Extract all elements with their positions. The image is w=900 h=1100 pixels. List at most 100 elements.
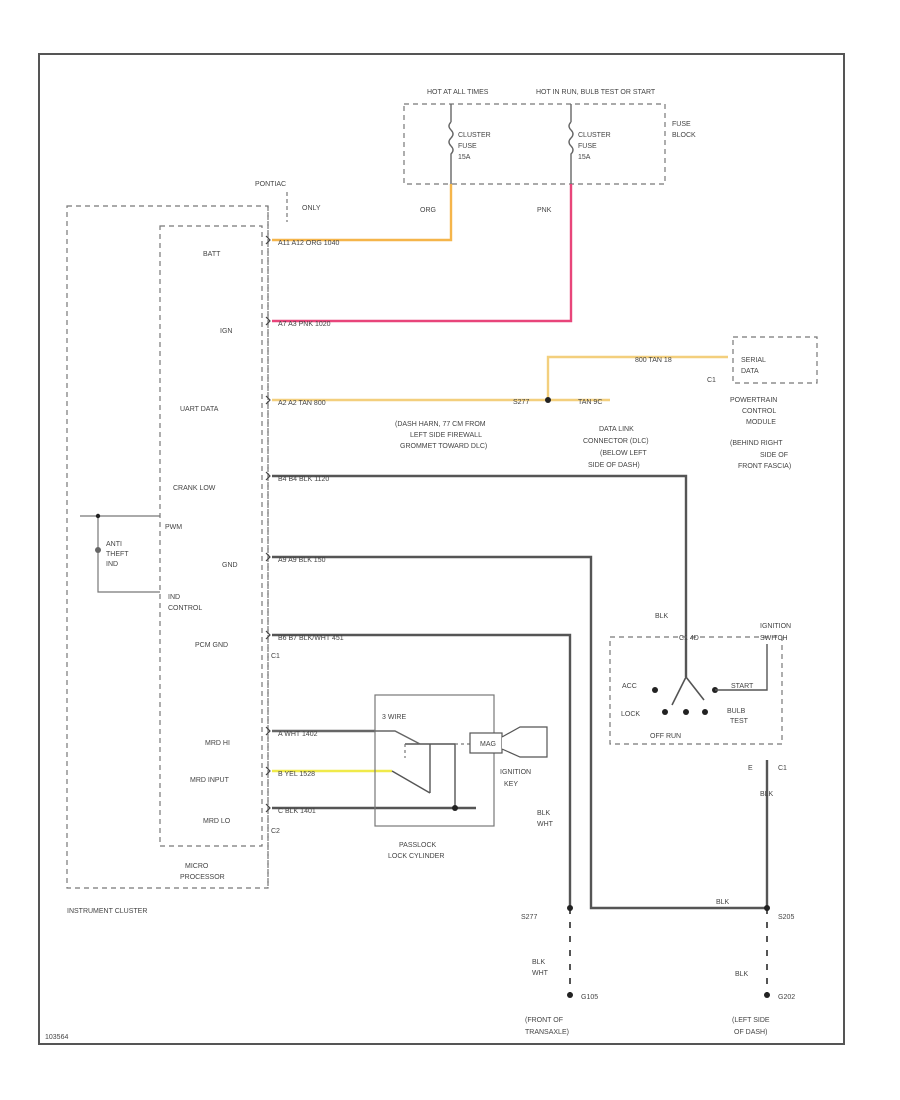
splice-note-line1: (DASH HARN, 77 CM FROM <box>395 421 486 428</box>
passlock-title-line1: PASSLOCK <box>399 842 437 849</box>
fuse-left-line2: FUSE <box>458 143 477 150</box>
ground-points: S277 BLK WHT BLK WHT G105 (FRONT OF TRAN… <box>521 810 795 1036</box>
diagram-frame <box>38 53 845 1045</box>
ignition-ground-blk-label: BLK <box>760 791 774 798</box>
s205-blk-label: BLK <box>716 899 730 906</box>
ignition-bulb-line2: TEST <box>730 718 749 725</box>
ignition-bulb-line1: BULB <box>727 708 746 715</box>
wire-code-uart: A2 A2 TAN 800 <box>278 400 326 407</box>
blk-wire-label: BLK <box>655 613 669 620</box>
g202-location-line1: (LEFT SIDE <box>732 1017 770 1024</box>
blk-wht-label-line2: WHT <box>537 821 554 828</box>
serial-data-line2: DATA <box>741 368 759 375</box>
figure-id: 103564 <box>45 1034 68 1041</box>
g202-blk-label: BLK <box>735 971 749 978</box>
fuse-right-line1: CLUSTER <box>578 132 611 139</box>
ind-control-line2: CONTROL <box>168 605 202 612</box>
pin-label-crank-low: CRANK LOW <box>173 485 216 492</box>
crank-low-wire <box>272 474 688 677</box>
wire-color-pnk: PNK <box>537 207 552 214</box>
anti-theft-circuit <box>80 515 160 593</box>
wire-code-mrd-input: B YEL 1528 <box>278 771 315 778</box>
ignition-pin-e: E <box>748 765 753 772</box>
pin-label-ign: IGN <box>220 328 232 335</box>
fuse-left-symbol <box>448 104 454 184</box>
pcm-line2: CONTROL <box>742 408 776 415</box>
fuse-left-line3: 15A <box>458 154 471 161</box>
pin-label-batt: BATT <box>203 251 221 258</box>
gnd-wire <box>272 555 767 910</box>
splice-s205-node <box>764 905 770 911</box>
pin-terminals <box>265 235 271 813</box>
pcm-line6: FRONT FASCIA) <box>738 463 791 470</box>
pcm-line3: MODULE <box>746 419 776 426</box>
blk-wht-ground-line2: WHT <box>532 970 549 977</box>
pontiac-ground: PONTIAC ONLY <box>255 181 321 222</box>
pwm-label: PWM <box>165 524 182 531</box>
cluster-connector-c2: C2 <box>271 828 280 835</box>
pin-label-mrd-lo: MRD LO <box>203 818 231 825</box>
pin-label-mrd-input: MRD INPUT <box>190 777 230 784</box>
dlc-line4: SIDE OF DASH) <box>588 462 640 469</box>
ignition-key-line1: IGNITION <box>500 769 531 776</box>
splice-s277-ground-node <box>567 905 573 911</box>
pin-label-pcm-gnd: PCM GND <box>195 642 228 649</box>
instrument-cluster: INSTRUMENT CLUSTER MICRO PROCESSOR BATT … <box>66 205 344 915</box>
pcm-gnd-wire <box>272 633 572 908</box>
ign-wire-pink <box>272 184 573 323</box>
pontiac-only-label: ONLY <box>302 205 321 212</box>
fuse-left-line1: CLUSTER <box>458 132 491 139</box>
passlock-3-wire-label: 3 WIRE <box>382 714 406 721</box>
ignition-c1-bottom: C1 <box>778 765 787 772</box>
ignition-acc-label: ACC <box>622 683 637 690</box>
splice-note-line2: LEFT SIDE FIREWALL <box>410 432 482 439</box>
g105-location-line2: TRANSAXLE) <box>525 1029 569 1036</box>
anti-theft-line1: ANTI <box>106 541 122 548</box>
wire-color-org: ORG <box>420 207 436 214</box>
g202-location-line2: OF DASH) <box>734 1029 767 1036</box>
fuse-right-line2: FUSE <box>578 143 597 150</box>
pcm-line1: POWERTRAIN <box>730 397 777 404</box>
key-icon <box>501 726 548 758</box>
ground-g202-label: G202 <box>778 994 795 1001</box>
instrument-cluster-title: INSTRUMENT CLUSTER <box>67 908 147 915</box>
tan-wire-to-dlc-label: TAN 9C <box>578 399 602 406</box>
ignition-start-label: START <box>731 683 754 690</box>
pcm-connector-c1: C1 <box>707 377 716 384</box>
fuse-block-label-line2: BLOCK <box>672 132 696 139</box>
uart-circuit: S277 800 TAN 18 TAN 9C SERIAL DATA C1 PO… <box>395 336 818 470</box>
micro-processor-line2: PROCESSOR <box>180 874 225 881</box>
blk-wht-ground-line1: BLK <box>532 959 546 966</box>
ignition-c1-top: C1 4D <box>679 635 699 642</box>
hot-at-all-times-label: HOT AT ALL TIMES <box>427 89 489 96</box>
ignition-off-run-label: OFF RUN <box>650 733 681 740</box>
pin-label-mrd-hi: MRD HI <box>205 740 230 747</box>
ignition-key-line2: KEY <box>504 781 518 788</box>
pontiac-label: PONTIAC <box>255 181 286 188</box>
ground-g105-label: G105 <box>581 994 598 1001</box>
micro-processor-line1: MICRO <box>185 863 209 870</box>
wire-code-batt: A11 A12 ORG 1040 <box>278 240 339 247</box>
fuse-right-symbol <box>568 104 574 184</box>
passlock-title-line2: LOCK CYLINDER <box>388 853 444 860</box>
fuse-block: HOT AT ALL TIMES HOT IN RUN, BULB TEST O… <box>403 89 696 185</box>
ignition-lock-label: LOCK <box>621 711 640 718</box>
hot-in-run-label: HOT IN RUN, BULB TEST OR START <box>536 89 656 96</box>
cluster-connector-c1: C1 <box>271 653 280 660</box>
wire-code-crank: B4 B4 BLK 1120 <box>278 476 329 483</box>
anti-theft-line3: IND <box>106 561 118 568</box>
pin-label-gnd: GND <box>222 562 238 569</box>
ind-control-line1: IND <box>168 594 180 601</box>
batt-wire-orange <box>272 184 453 242</box>
splice-s277-label: S277 <box>513 399 529 406</box>
dlc-line1: DATA LINK <box>599 426 634 433</box>
fuse-right-line3: 15A <box>578 154 591 161</box>
wire-code-ign: A7 A3 PNK 1020 <box>278 321 331 328</box>
ground-s205-label: S205 <box>778 914 794 921</box>
anti-theft-line2: THEFT <box>106 551 129 558</box>
magnet-label: MAG <box>480 741 496 748</box>
g105-location-line1: (FRONT OF <box>525 1017 563 1024</box>
pin-label-uart-data: UART DATA <box>180 406 219 413</box>
fuse-block-label-line1: FUSE <box>672 121 691 128</box>
pcm-line4: (BEHIND RIGHT <box>730 440 783 447</box>
